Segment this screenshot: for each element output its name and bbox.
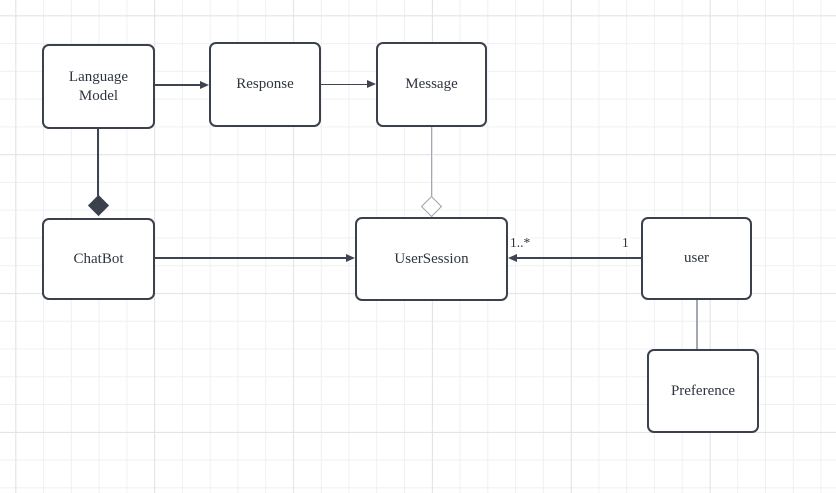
node-label: user xyxy=(684,250,709,266)
composition-diamond-icon xyxy=(87,194,109,217)
edge-line xyxy=(430,127,433,196)
node-label: Message xyxy=(405,76,458,92)
node-message[interactable]: Message xyxy=(376,42,487,127)
edge-line xyxy=(321,83,367,86)
arrowhead-right-icon xyxy=(200,80,209,89)
multiplicity-label-source[interactable]: 1 xyxy=(621,235,630,250)
aggregation-diamond-icon xyxy=(420,195,443,217)
node-user[interactable]: user xyxy=(641,217,752,300)
arrowhead-left-icon xyxy=(508,253,517,262)
node-preference[interactable]: Preference xyxy=(647,349,759,433)
arrowhead-right-icon xyxy=(367,80,376,88)
node-label: Preference xyxy=(670,382,736,399)
node-label: UserSession xyxy=(394,250,469,267)
node-label: Response xyxy=(236,76,294,92)
arrowhead-right-icon xyxy=(346,253,355,262)
edge-line xyxy=(97,129,99,196)
node-chatbot[interactable]: ChatBot xyxy=(42,218,155,300)
edge-line xyxy=(155,257,346,259)
node-label: Language Model xyxy=(68,68,129,104)
multiplicity-label-target[interactable]: 1..* xyxy=(509,235,532,250)
node-response[interactable]: Response xyxy=(209,42,321,127)
edge-line xyxy=(696,300,698,349)
node-usersession[interactable]: UserSession xyxy=(355,217,508,301)
node-language-model[interactable]: Language Model xyxy=(42,44,155,129)
edge-line xyxy=(517,257,641,259)
edge-line xyxy=(155,84,201,86)
node-label: ChatBot xyxy=(73,250,124,267)
